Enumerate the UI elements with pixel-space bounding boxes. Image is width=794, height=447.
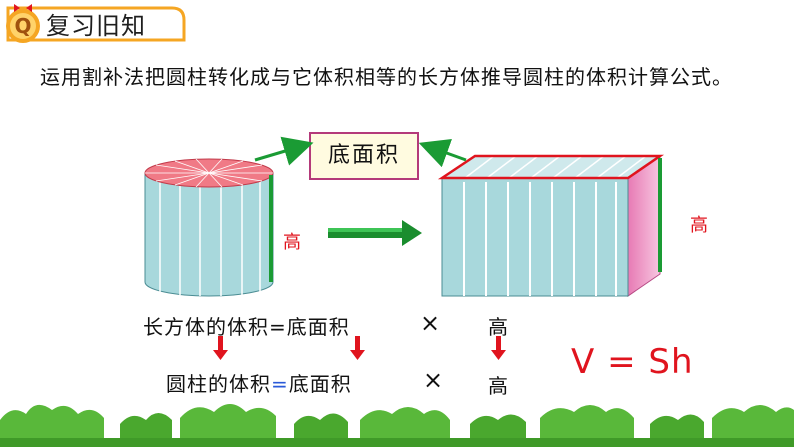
cuboid-height-label: 高 — [690, 215, 708, 236]
cuboid-base-outline — [437, 154, 665, 180]
arrow-to-label-right — [418, 139, 467, 168]
equals-sign: = — [271, 372, 289, 396]
cuboid-height-term: 高 — [488, 315, 509, 339]
volume-formula: V = Sh — [571, 342, 694, 382]
arrow-to-label-left — [254, 136, 314, 166]
down-arrow-3-shaft — [496, 336, 501, 350]
down-arrow-1-shaft — [218, 336, 223, 350]
header-bar: Q — [6, 4, 186, 43]
cylinder-base-term: 底面积 — [288, 372, 352, 396]
times-sign-2: × — [423, 366, 444, 394]
cylinder-height-term: 高 — [488, 374, 509, 398]
base-area-label: 底面积 — [309, 132, 419, 180]
cylinder-height-label: 高 — [283, 232, 301, 253]
down-arrow-2-head — [350, 350, 365, 360]
bow-icon — [14, 4, 32, 12]
transform-arrow — [328, 220, 422, 246]
down-arrow-2-shaft — [355, 336, 360, 350]
down-arrows — [213, 336, 506, 360]
cuboid — [437, 154, 665, 297]
header-frame — [6, 6, 186, 42]
intro-text: 运用割补法把圆柱转化成与它体积相等的长方体推导圆柱的体积计算公式。 — [40, 65, 733, 89]
cuboid-volume-formula: 长方体的体积=底面积 — [143, 315, 350, 339]
cylinder-volume-term: 圆柱的体积 — [166, 372, 271, 396]
cylinder — [144, 158, 274, 297]
times-sign-1: × — [420, 309, 441, 337]
grass-decoration — [0, 404, 794, 447]
section-title: 复习旧知 — [46, 12, 146, 40]
header-badge-letter: Q — [14, 14, 31, 38]
down-arrow-3-head — [491, 350, 506, 360]
cylinder-volume-formula: 圆柱的体积=底面积 — [166, 368, 352, 397]
down-arrow-1-head — [213, 350, 228, 360]
header-badge-inner — [10, 13, 36, 39]
